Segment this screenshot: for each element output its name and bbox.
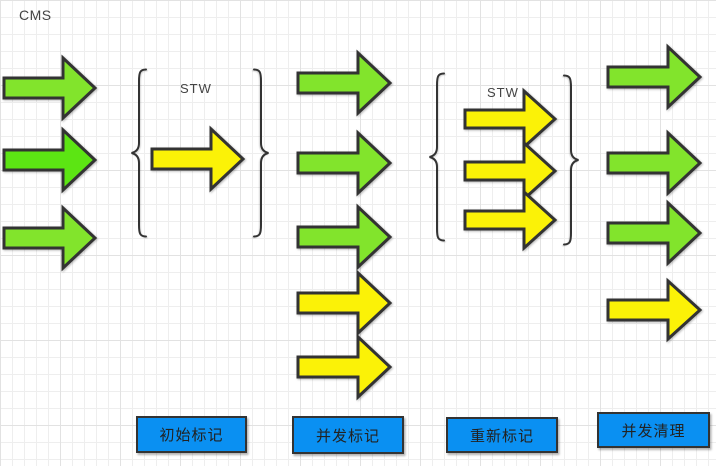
col5-arrow-4[interactable] [606,277,703,343]
stw1-brace-right[interactable] [252,68,270,238]
col1-arrow-1[interactable] [2,54,98,122]
col3-arrow-4[interactable] [296,269,393,337]
stw2-arrow-1[interactable] [463,87,558,151]
col3-arrow-5[interactable] [296,333,393,401]
stw-label: STW [487,85,519,100]
stw2-arrow-3[interactable] [463,188,558,252]
col1-arrow-2[interactable] [2,126,98,194]
phase-remark[interactable]: 重新标记 [446,417,558,453]
stw1-arrow[interactable] [150,125,246,193]
stw1-brace-left[interactable] [130,68,148,238]
col5-arrow-1[interactable] [606,43,703,111]
stw2-arrow-2[interactable] [463,139,558,203]
phase-concurrent-mark[interactable]: 并发标记 [292,416,404,454]
diagram-title: CMS [19,7,52,23]
col1-arrow-3[interactable] [2,204,98,272]
col3-arrow-3[interactable] [296,203,393,271]
stw-label: STW [180,81,212,96]
stw2-brace-right[interactable] [562,74,580,246]
col5-arrow-2[interactable] [606,129,703,197]
col5-arrow-3[interactable] [606,199,703,267]
phase-initial-mark[interactable]: 初始标记 [136,416,247,453]
phase-concurrent-sweep[interactable]: 并发清理 [597,412,710,448]
col3-arrow-1[interactable] [296,49,393,117]
stw2-brace-left[interactable] [428,72,446,242]
col3-arrow-2[interactable] [296,129,393,197]
